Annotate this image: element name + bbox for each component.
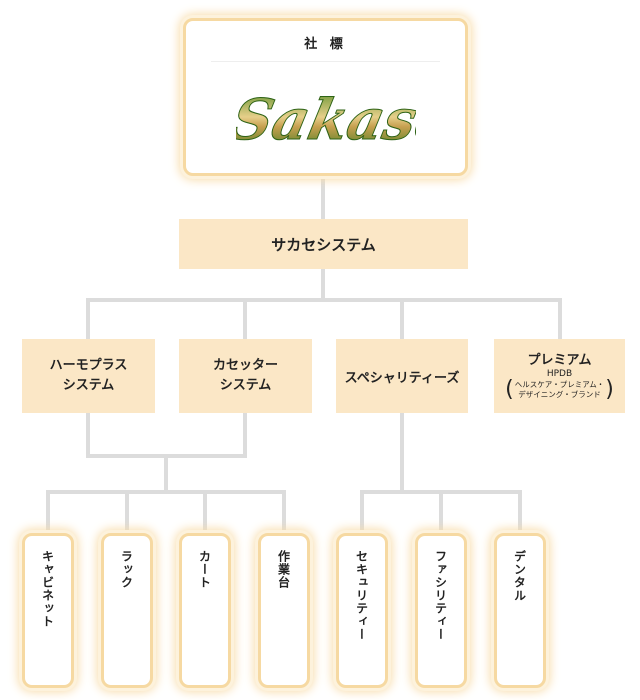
product-dental: デンタル bbox=[494, 533, 546, 688]
product-cabinet: キャビネット bbox=[22, 533, 74, 688]
product-label: ラック bbox=[119, 550, 134, 589]
logo-caption: 社 標 bbox=[304, 37, 347, 52]
category-premium-hpdb: プレミアム HPDB ( ヘルスケア・プレミアム・ デザイニング・ブランド ) bbox=[494, 339, 625, 413]
root-label: サカセシステム bbox=[271, 235, 376, 254]
category-label-line1: カセッター bbox=[212, 358, 278, 373]
category-harmoplus-system: ハーモプラス システム bbox=[22, 339, 155, 413]
product-cart: カート bbox=[179, 533, 231, 688]
product-label: カート bbox=[197, 550, 212, 589]
sakase-logo: Sakase bbox=[236, 87, 416, 153]
product-rack: ラック bbox=[101, 533, 153, 688]
product-workbench: 作業台 bbox=[258, 533, 310, 688]
category-note-line2: デザイニング・ブランド bbox=[518, 389, 601, 399]
category-label-line2: システム bbox=[219, 378, 272, 393]
product-label: 作業台 bbox=[276, 550, 291, 589]
category-label-line2: システム bbox=[62, 378, 115, 393]
product-label: キャビネット bbox=[40, 550, 55, 628]
category-casetter-system: カセッター システム bbox=[179, 339, 312, 413]
product-facility: ファシリティー bbox=[415, 533, 467, 688]
category-label-line1: ハーモプラス bbox=[49, 358, 128, 373]
svg-text:Sakase: Sakase bbox=[236, 88, 416, 153]
category-specialties: スペシャリティーズ bbox=[336, 339, 468, 413]
product-label: ファシリティー bbox=[433, 550, 448, 641]
category-note-line1: ヘルスケア・プレミアム・ bbox=[514, 379, 605, 389]
logo-panel: 社 標 Sakase bbox=[183, 18, 468, 176]
product-security: セキュリティー bbox=[336, 533, 388, 688]
logo-divider bbox=[211, 61, 440, 62]
category-label-line1: スペシャリティーズ bbox=[344, 370, 460, 386]
product-label: デンタル bbox=[512, 550, 527, 602]
category-label-line1: プレミアム bbox=[527, 352, 592, 368]
product-label: セキュリティー bbox=[354, 550, 369, 641]
category-note: ( ヘルスケア・プレミアム・ デザイニング・ブランド ) bbox=[505, 376, 614, 402]
root-node-sakase-system: サカセシステム bbox=[179, 219, 468, 269]
category-label-line2: HPDB bbox=[546, 368, 573, 379]
